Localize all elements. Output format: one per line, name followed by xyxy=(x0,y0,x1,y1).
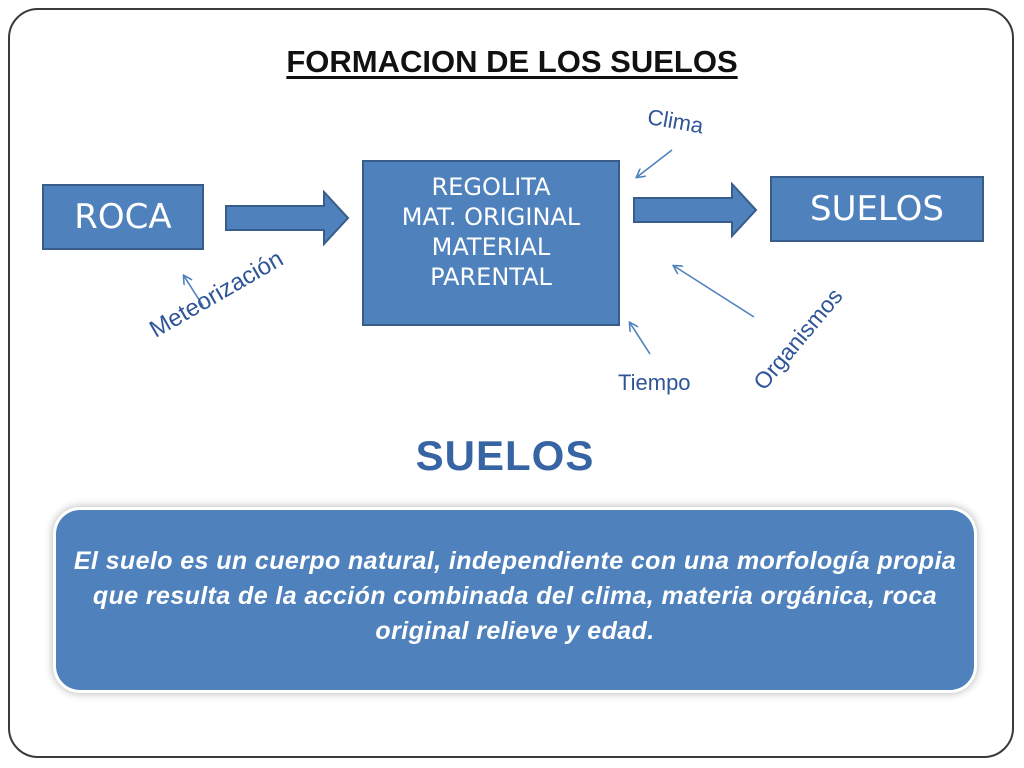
tiempo-arrow xyxy=(630,323,651,355)
suelos-box: SUELOS xyxy=(770,176,984,242)
tiempo-label: Tiempo xyxy=(618,370,691,395)
slide-title: FORMACION DE LOS SUELOS xyxy=(286,44,738,79)
regolita-line-4: PARENTAL xyxy=(430,263,552,291)
regolita-line-2: MAT. ORIGINAL xyxy=(401,203,581,231)
block-arrow-regolita-to-suelos xyxy=(633,182,758,238)
organismos-arrow xyxy=(674,266,755,318)
section-heading: SUELOS xyxy=(415,432,595,479)
regolita-line-1: REGOLITA xyxy=(431,173,551,201)
clima-arrow xyxy=(637,149,673,177)
roca-box: ROCA xyxy=(42,184,204,250)
regolita-line-3: MATERIAL xyxy=(431,233,551,261)
regolita-box: REGOLITA MAT. ORIGINAL MATERIAL PARENTAL xyxy=(362,160,620,326)
block-arrow-roca-to-regolita xyxy=(225,190,350,246)
definition-text: El suelo es un cuerpo natural, independi… xyxy=(73,547,957,645)
meteorizacion-arrow xyxy=(184,276,204,307)
definition-box: El suelo es un cuerpo natural, independi… xyxy=(56,510,974,690)
